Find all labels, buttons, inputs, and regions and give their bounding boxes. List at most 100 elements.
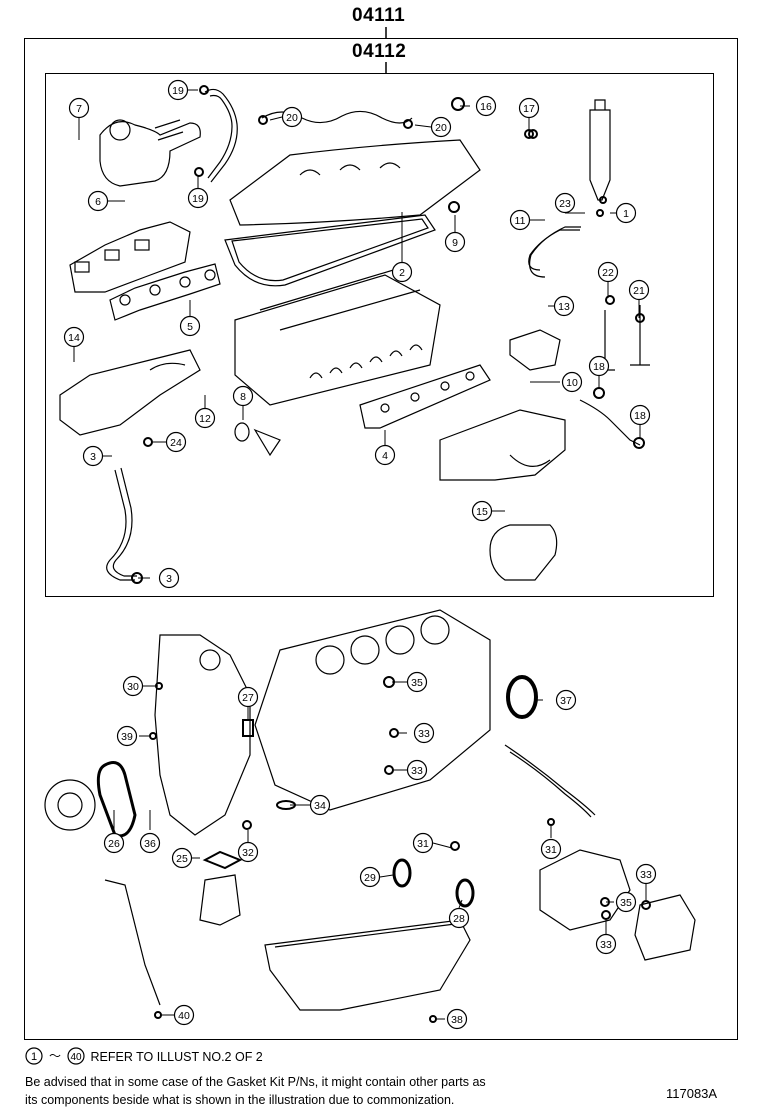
- callout-number: 10: [566, 377, 578, 389]
- callout-c33a: 33: [413, 722, 435, 744]
- oil-filter-bracket: [199, 874, 241, 926]
- callout-number: 33: [640, 869, 652, 881]
- callout-c29: 29: [359, 866, 381, 888]
- callout-number: 40: [178, 1010, 190, 1022]
- callout-number: 21: [633, 285, 645, 297]
- callout-c21: 21: [628, 279, 650, 301]
- callout-c37: 37: [555, 689, 577, 711]
- seal-28: [455, 878, 475, 908]
- outer-kit-frame: [24, 38, 738, 1040]
- callout-number: 19: [172, 85, 184, 97]
- callout-number: 24: [170, 437, 182, 449]
- callout-c22: 22: [597, 261, 619, 283]
- callout-c6: 6: [87, 190, 109, 212]
- callout-c24: 24: [165, 431, 187, 453]
- callout-c33d: 33: [595, 933, 617, 955]
- callout-c13: 13: [553, 295, 575, 317]
- water-inlet-pipe: [504, 744, 596, 818]
- oil-dipstick-guide: [104, 879, 161, 1006]
- illustration-code: 117083A: [666, 1086, 718, 1101]
- refer-text: REFER TO ILLUST NO.2 OF 2: [90, 1050, 263, 1064]
- callout-number: 11: [515, 215, 526, 227]
- callout-c20a: 20: [281, 106, 303, 128]
- range-to: 40: [70, 1052, 82, 1063]
- timing-cover: [154, 634, 251, 836]
- water-pump: [44, 779, 96, 831]
- callout-c16: 16: [475, 95, 497, 117]
- oil-pump: [539, 849, 631, 931]
- callout-c10: 10: [561, 371, 583, 393]
- egr-pipe: [106, 467, 137, 581]
- callout-number: 2: [399, 267, 405, 279]
- callout-number: 12: [199, 413, 211, 425]
- callout-c12: 12: [194, 407, 216, 429]
- callout-number: 15: [476, 506, 488, 518]
- callout-number: 16: [480, 101, 492, 113]
- callout-c31a: 31: [412, 832, 434, 854]
- ring-gasket-8: [234, 422, 281, 457]
- callout-number: 25: [176, 853, 188, 865]
- turbo-housing: [99, 119, 201, 187]
- callout-c27: 27: [237, 686, 259, 708]
- callout-number: 9: [452, 237, 458, 249]
- seal-29: [392, 858, 412, 888]
- timing-belt-26: [96, 761, 137, 838]
- callout-number: 19: [192, 193, 204, 205]
- small-rings: [131, 85, 651, 1023]
- range-note: 1 ～ 40 REFER TO ILLUST NO.2 OF 2: [25, 1047, 263, 1066]
- callout-c5: 5: [179, 315, 201, 337]
- callout-number: 6: [95, 196, 101, 208]
- range-from: 1: [31, 1051, 37, 1063]
- callout-number: 1: [623, 208, 629, 220]
- callout-c1: 1: [615, 202, 637, 224]
- cylinder-head-cover: [229, 139, 481, 226]
- callout-c19a: 19: [167, 79, 189, 101]
- callout-c38: 38: [446, 1008, 468, 1030]
- callout-number: 32: [242, 847, 254, 859]
- callout-number: 35: [620, 897, 632, 909]
- exhaust-manifold: [439, 409, 566, 481]
- advisory-line-2: its components beside what is shown in t…: [25, 1093, 455, 1107]
- callout-number: 35: [411, 677, 423, 689]
- callout-c35a: 35: [406, 671, 428, 693]
- callout-c40: 40: [173, 1004, 195, 1026]
- outer-kit-code: 04111: [352, 5, 406, 26]
- advisory-line-1: Be advised that in some case of the Gask…: [25, 1075, 486, 1089]
- callout-number: 34: [314, 800, 326, 812]
- callout-number: 27: [242, 692, 254, 704]
- callout-c3b: 3: [158, 567, 180, 589]
- callout-c32: 32: [237, 841, 259, 863]
- callout-c25: 25: [171, 847, 193, 869]
- callout-c3a: 3: [82, 445, 104, 467]
- callout-c15: 15: [471, 500, 493, 522]
- callout-c18a: 18: [588, 355, 610, 377]
- oil-pan: [264, 919, 471, 1011]
- callout-number: 8: [240, 391, 246, 403]
- manifold-gasket: [109, 263, 221, 321]
- callout-c34: 34: [309, 794, 331, 816]
- callout-number: 13: [558, 301, 570, 313]
- callout-c35b: 35: [615, 891, 637, 913]
- callout-c19b: 19: [187, 187, 209, 209]
- injector-assembly: [589, 99, 611, 201]
- inner-kit-frame: [45, 73, 714, 597]
- callout-number: 17: [523, 103, 535, 115]
- callout-number: 31: [417, 838, 429, 850]
- callout-leaders: [73, 89, 647, 1020]
- callout-number: 5: [187, 321, 193, 333]
- callout-c39: 39: [116, 725, 138, 747]
- callout-number: 3: [166, 573, 172, 585]
- egr-cooler: [59, 349, 201, 436]
- callout-number: 22: [602, 267, 614, 279]
- callout-number: 4: [382, 450, 388, 462]
- cylinder-head: [234, 267, 441, 406]
- callout-number: 37: [560, 695, 572, 707]
- callout-number: 33: [600, 939, 612, 951]
- callout-c8: 8: [232, 385, 254, 407]
- callout-number: 29: [364, 872, 376, 884]
- turbo-oil-pipe: [204, 88, 238, 183]
- callout-c11: 11: [509, 209, 531, 231]
- callout-number: 18: [634, 410, 646, 422]
- callout-c17: 17: [518, 97, 540, 119]
